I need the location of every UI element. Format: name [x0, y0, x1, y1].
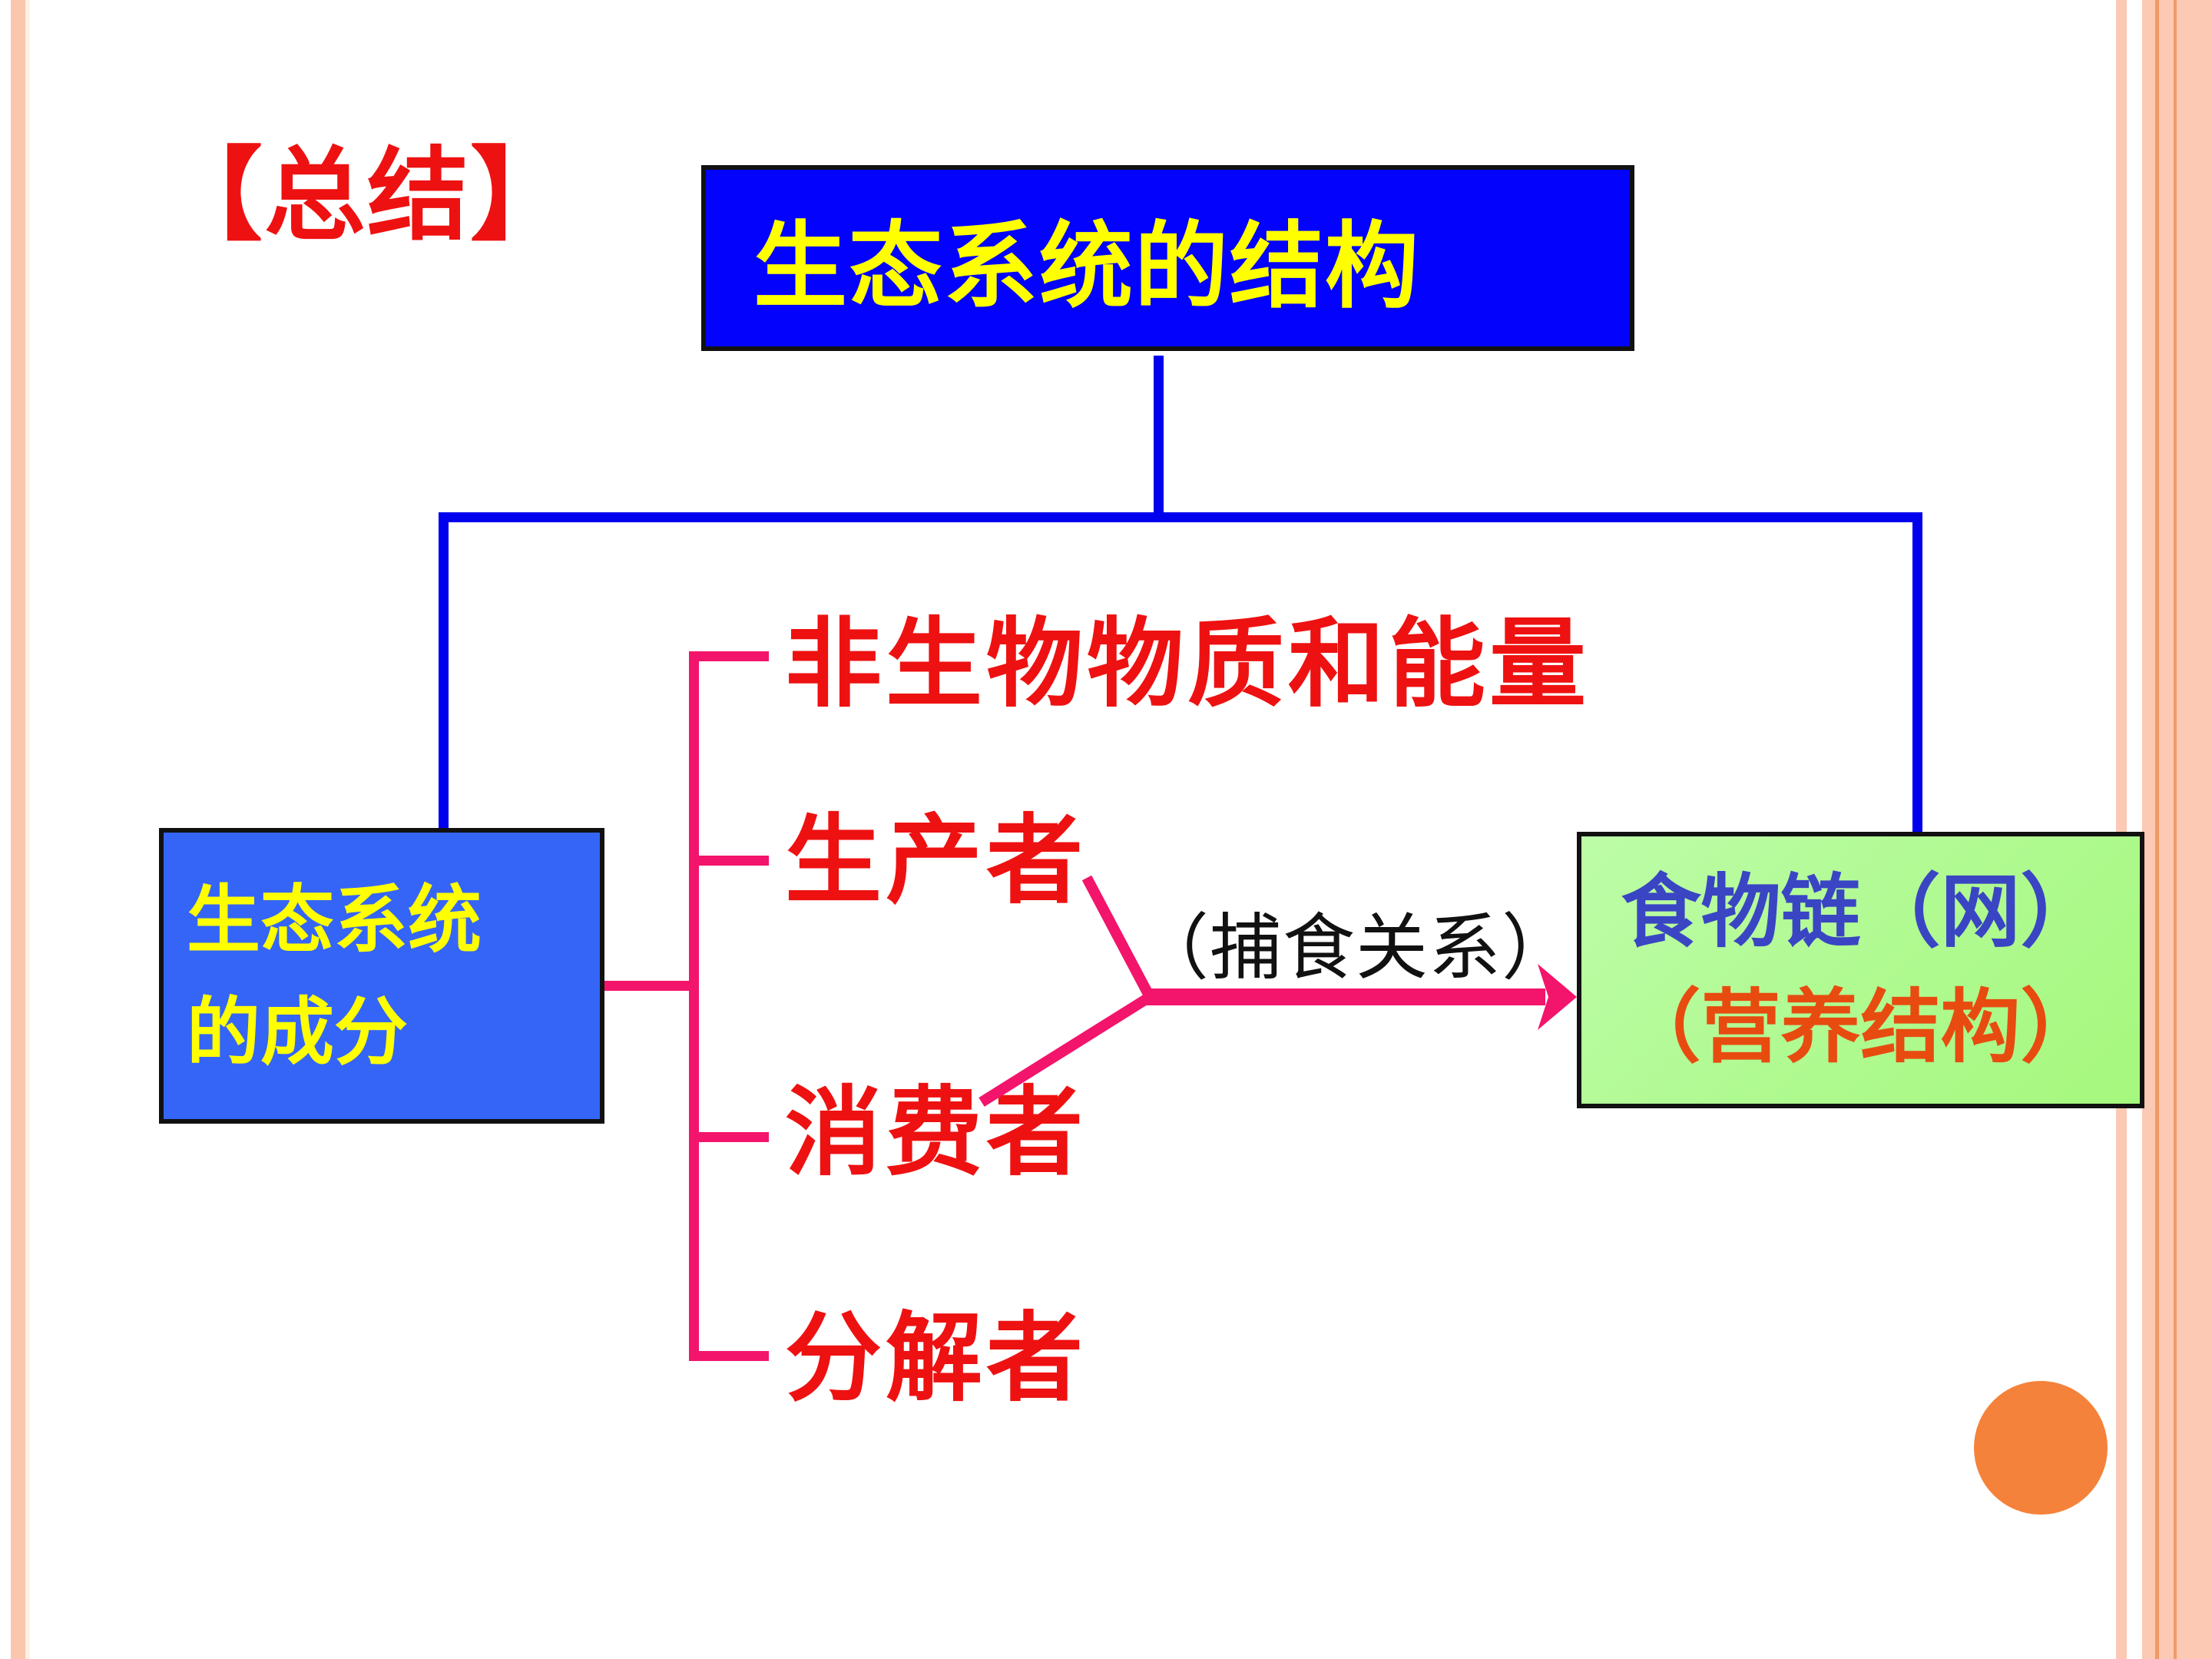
- connector-left-drop: [439, 512, 449, 829]
- right-border-stripe-thin: [2116, 0, 2127, 1659]
- label-abiotic-matter-energy: 非生物物质和能量: [785, 610, 1590, 718]
- connector-horizontal: [439, 512, 1922, 522]
- right-border-stripe-accent: [2155, 0, 2159, 1659]
- food-chain-line1: 食物链（网）: [1621, 868, 2101, 957]
- connector-right-drop: [1912, 512, 1922, 833]
- components-box-label: 生态系统 的成分: [164, 833, 600, 1089]
- slide-heading: 【总结】: [161, 139, 573, 252]
- predation-relationship-label: （捕食关系）: [1137, 909, 1575, 988]
- title-box-label: 生态系统的结构: [753, 214, 1420, 319]
- bracket-tick-consumer: [689, 1132, 769, 1142]
- bracket-tick-to-box: [604, 981, 691, 991]
- components-box-line1: 生态系统: [187, 879, 482, 962]
- title-box: 生态系统的结构: [701, 165, 1634, 351]
- decorative-circle: [1974, 1381, 2108, 1515]
- left-border-stripe-faint: [25, 0, 30, 1659]
- food-chain-box: 食物链（网） （营养结构）: [1577, 832, 2144, 1108]
- right-border-stripe-accent: [2174, 0, 2177, 1659]
- bracket-tick-abiotic: [689, 651, 769, 661]
- connector-title-drop: [1154, 356, 1164, 514]
- bracket-tick-decomposer: [689, 1351, 769, 1361]
- bracket-vertical-line: [689, 651, 699, 1361]
- label-decomposer: 分解者: [785, 1304, 1087, 1412]
- components-box: 生态系统 的成分: [159, 828, 604, 1124]
- right-border-stripe-band: [2142, 0, 2212, 1659]
- bracket-tick-producer: [689, 856, 769, 866]
- components-box-line2: 的成分: [187, 992, 408, 1074]
- left-border-stripe: [11, 0, 25, 1659]
- label-consumer: 消费者: [785, 1078, 1087, 1187]
- food-chain-line2: （营养结构）: [1621, 983, 2101, 1072]
- label-producer: 生产者: [785, 806, 1087, 915]
- predation-arrow: [979, 875, 1577, 1107]
